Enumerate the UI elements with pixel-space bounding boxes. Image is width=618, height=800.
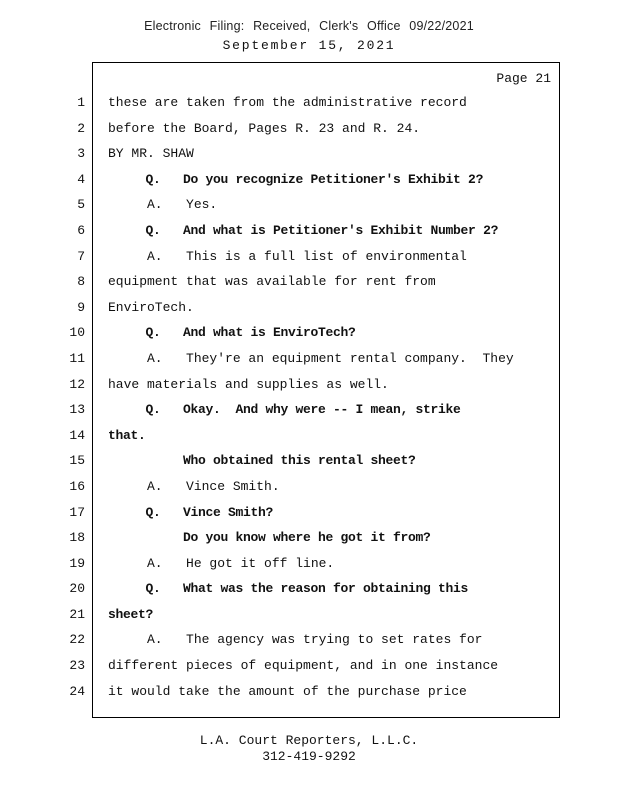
line-number: 9 [77,299,85,315]
line-number: 18 [69,530,85,546]
transcript-line: 10 Q. And what is EnviroTech? [0,320,618,346]
transcript-line: 9 EnviroTech. [0,295,618,321]
line-number: 12 [69,376,85,392]
line-number: 2 [77,120,85,136]
line-number: 23 [69,658,85,674]
line-text: Q. Vince Smith? [108,504,274,520]
transcript-line: 3 BY MR. SHAW [0,141,618,167]
transcript-line: 2 before the Board, Pages R. 23 and R. 2… [0,116,618,142]
transcript-line: 23 different pieces of equipment, and in… [0,653,618,679]
line-number: 6 [77,222,85,238]
line-number: 21 [69,606,85,622]
filing-header: Electronic Filing: Received, Clerk's Off… [0,19,618,53]
transcript-line: 7 A. This is a full list of environmenta… [0,244,618,270]
transcript-line: 20 Q. What was the reason for obtaining … [0,576,618,602]
transcript-line: 22 A. The agency was trying to set rates… [0,627,618,653]
reporter-footer: L.A. Court Reporters, L.L.C. 312-419-929… [0,733,618,764]
line-number: 8 [77,274,85,290]
transcript-line: 1 these are taken from the administrativ… [0,90,618,116]
transcript-line: 16 A. Vince Smith. [0,474,618,500]
line-number: 17 [69,504,85,520]
line-text: it would take the amount of the purchase… [108,683,467,699]
transcript-line: 17 Q. Vince Smith? [0,500,618,526]
transcript-border-box: Page 21 [92,62,560,718]
transcript-lines: 1 these are taken from the administrativ… [0,90,618,704]
transcript-line: 8 equipment that was available for rent … [0,269,618,295]
reporter-phone: 312-419-9292 [262,748,356,764]
line-number: 7 [77,248,85,264]
line-number: 5 [77,197,85,213]
line-text: Q. And what is Petitioner's Exhibit Numb… [108,222,499,238]
line-text: Do you know where he got it from? [108,530,431,546]
transcript-line: 6 Q. And what is Petitioner's Exhibit Nu… [0,218,618,244]
line-number: 19 [69,555,85,571]
line-text: Q. What was the reason for obtaining thi… [108,581,469,597]
line-number: 15 [69,453,85,469]
line-number: 1 [77,95,85,110]
transcript-line: 11 A. They're an equipment rental compan… [0,346,618,372]
transcript-line: 18 Do you know where he got it from? [0,525,618,551]
line-text: Who obtained this rental sheet? [108,453,416,469]
line-text: Q. Okay. And why were -- I mean, strike [108,402,461,418]
line-text: A. They're an equipment rental company. … [108,350,514,366]
line-text: EnviroTech. [108,299,194,315]
electronic-filing-stamp: Electronic Filing: Received, Clerk's Off… [144,19,474,33]
line-number: 24 [69,683,85,699]
line-text: different pieces of equipment, and in on… [108,658,499,674]
line-text: A. Yes. [108,197,218,213]
line-number: 3 [77,146,85,162]
hearing-date: September 15, 2021 [222,38,396,53]
line-number: 14 [69,427,85,443]
transcript-line: 5 A. Yes. [0,192,618,218]
line-text: A. The agency was trying to set rates fo… [108,632,483,648]
transcript-line: 14 that. [0,423,618,449]
line-text: A. Vince Smith. [108,478,280,494]
line-text: equipment that was available for rent fr… [108,274,436,290]
line-text: Q. Do you recognize Petitioner's Exhibit… [108,171,484,187]
transcript-line: 19 A. He got it off line. [0,551,618,577]
line-number: 13 [69,402,85,418]
line-text: have materials and supplies as well. [108,376,389,392]
line-text: that. [108,427,146,443]
line-number: 16 [69,478,85,494]
line-number: 22 [69,632,85,648]
line-number: 10 [69,325,85,341]
transcript-line: 12 have materials and supplies as well. [0,372,618,398]
transcript-line: 24 it would take the amount of the purch… [0,679,618,705]
line-number: 4 [77,171,85,187]
line-text: Q. And what is EnviroTech? [108,325,356,341]
transcript-line: 4 Q. Do you recognize Petitioner's Exhib… [0,167,618,193]
transcript-line: 13 Q. Okay. And why were -- I mean, stri… [0,397,618,423]
line-text: BY MR. SHAW [108,146,194,162]
line-text: A. This is a full list of environmental [108,248,467,264]
line-text: before the Board, Pages R. 23 and R. 24. [108,120,421,136]
line-text: sheet? [108,606,154,622]
line-text: these are taken from the administrative … [108,95,467,110]
line-number: 20 [69,581,85,597]
transcript-line: 15 Who obtained this rental sheet? [0,448,618,474]
line-number: 11 [69,350,85,366]
line-text: A. He got it off line. [108,555,335,571]
page-number-label: Page 21 [496,71,551,86]
transcript-line: 21 sheet? [0,602,618,628]
reporter-name: L.A. Court Reporters, L.L.C. [199,733,419,748]
